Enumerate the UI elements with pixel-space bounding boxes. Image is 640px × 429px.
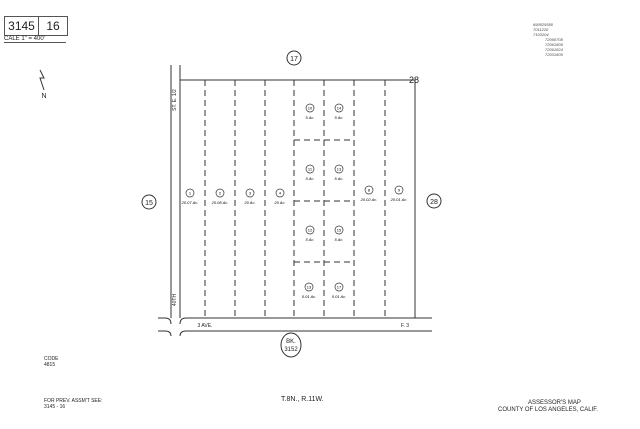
- book-south-number: 3152: [284, 347, 298, 353]
- prev-assessment-label: FOR PREV. ASSM'T SEE:: [44, 398, 103, 404]
- corner-label: 28: [409, 75, 419, 85]
- parcel-area: 20.08 Ac.: [211, 200, 229, 205]
- parcel-number: 17: [337, 285, 342, 290]
- parcel-4[interactable]: 4 20 Ac.: [273, 188, 286, 205]
- parcel-number: 9: [398, 188, 401, 193]
- revision-note: 72061809: [545, 42, 563, 47]
- parcel-13[interactable]: 13 5.01 Ac.: [302, 282, 317, 299]
- book-south-label: BK.: [286, 339, 296, 345]
- parcel-number-circle: [215, 188, 225, 198]
- parcel-area: 5 Ac.: [306, 176, 315, 181]
- parcel-area: 20.01 Ac.: [390, 197, 408, 202]
- parcel-number: 10: [308, 106, 313, 111]
- page-number: 16: [46, 19, 60, 33]
- revision-note: 7103204: [533, 32, 549, 37]
- code-label: CODE: [44, 356, 59, 362]
- adjacent-17-circle: [286, 50, 302, 66]
- parcel-11[interactable]: 11 5 Ac.: [305, 164, 315, 181]
- south-boundary: [179, 317, 432, 325]
- parcel-area: 5 Ac.: [335, 237, 344, 242]
- parcel-number-circle: [245, 188, 255, 198]
- parcel-number: 11: [308, 167, 313, 172]
- street-west-lower: 40TH: [172, 294, 178, 307]
- parcel-9[interactable]: 9 20.01 Ac.: [390, 185, 408, 202]
- county-title: COUNTY OF LOS ANGELES, CALIF.: [498, 407, 598, 413]
- parcel-area: 5.01 Ac.: [302, 294, 317, 299]
- lot-lines: [204, 80, 386, 318]
- parcel-8[interactable]: 8 20.02 Ac.: [360, 185, 378, 202]
- revision-note: 72060708: [545, 37, 563, 42]
- street-west-label: ST. E. 1/2: [172, 89, 178, 111]
- book-number: 3145: [5, 17, 39, 35]
- parcel-number-circle: [304, 282, 314, 292]
- parcel-area: 20.07 Ac.: [181, 200, 199, 205]
- parcel-number-circle: [185, 188, 195, 198]
- parcel-number-circle: [334, 103, 344, 113]
- revision-note: 72031605: [545, 52, 563, 57]
- street-south-left: 3 AVE.: [198, 323, 213, 329]
- parcel-number: 1: [189, 191, 192, 196]
- parcel-10[interactable]: 10 5 Ac.: [305, 103, 315, 120]
- parcel-area: 5 Ac.: [335, 176, 344, 181]
- parcel-area: 5 Ac.: [335, 115, 344, 120]
- revision-note: 690525550: [533, 22, 554, 27]
- parcel-number: 8: [368, 188, 371, 193]
- parcel-number: 15: [337, 228, 342, 233]
- parcel-number-circle: [334, 282, 344, 292]
- parcel-area: 5.01 Ac.: [332, 294, 347, 299]
- parcel-2[interactable]: 2 20.08 Ac.: [211, 188, 229, 205]
- adjacent-north: 17: [290, 56, 298, 63]
- parcel-number-circle: [305, 103, 315, 113]
- book-circle: [280, 332, 302, 358]
- adjacent-east: 28: [430, 199, 438, 206]
- parcel-area: 5 Ac.: [306, 115, 315, 120]
- township-range: T.8N., R.11W.: [281, 396, 324, 403]
- parcel-number: 13: [307, 285, 312, 290]
- parcel-number-circle: [334, 164, 344, 174]
- parcel-area: 20 Ac.: [243, 200, 255, 205]
- parcel-number: 3: [249, 191, 252, 196]
- parcel-number-circle: [364, 185, 374, 195]
- parcel-number-circle: [275, 188, 285, 198]
- parcel-15[interactable]: 15 5 Ac.: [334, 225, 344, 242]
- parcel-number-circle: [305, 225, 315, 235]
- parcel-14[interactable]: 14 5 Ac.: [334, 103, 344, 120]
- parcel-number-circle: [394, 185, 404, 195]
- parcel-number: 12: [308, 228, 313, 233]
- code-value: 4815: [44, 362, 56, 368]
- parcel-17[interactable]: 17 5.01 Ac.: [332, 282, 347, 299]
- north-arrow-icon: N: [41, 93, 46, 100]
- revision-note: 7011220: [533, 27, 549, 32]
- parcel-12[interactable]: 12 5 Ac.: [305, 225, 315, 242]
- parcel-area: 20 Ac.: [273, 200, 285, 205]
- parcel-number: 13: [337, 167, 342, 172]
- parcel-number-circle: [305, 164, 315, 174]
- parcel-3[interactable]: 3 20 Ac.: [243, 188, 256, 205]
- parcel-number: 14: [337, 106, 342, 111]
- parcel-number: 4: [279, 191, 282, 196]
- scale-label: CALE 1" = 400': [4, 36, 66, 43]
- parcel-number-circle: [334, 225, 344, 235]
- parcel-1[interactable]: 1 20.07 Ac.: [181, 188, 199, 205]
- parcel-area: 20.02 Ac.: [360, 197, 378, 202]
- parcel-13[interactable]: 13 5 Ac.: [334, 164, 344, 181]
- parcel-number: 2: [219, 191, 222, 196]
- parcel-area: 5 Ac.: [306, 237, 315, 242]
- map-number-box: 3145 16: [4, 16, 68, 36]
- revision-note: 72061824: [545, 47, 563, 52]
- prev-assessment-value: 3145 - 16: [44, 404, 66, 410]
- adjacent-west: 15: [145, 200, 153, 207]
- map-title: ASSESSOR'S MAP: [528, 400, 581, 406]
- street-south-right: F. 3: [401, 323, 409, 329]
